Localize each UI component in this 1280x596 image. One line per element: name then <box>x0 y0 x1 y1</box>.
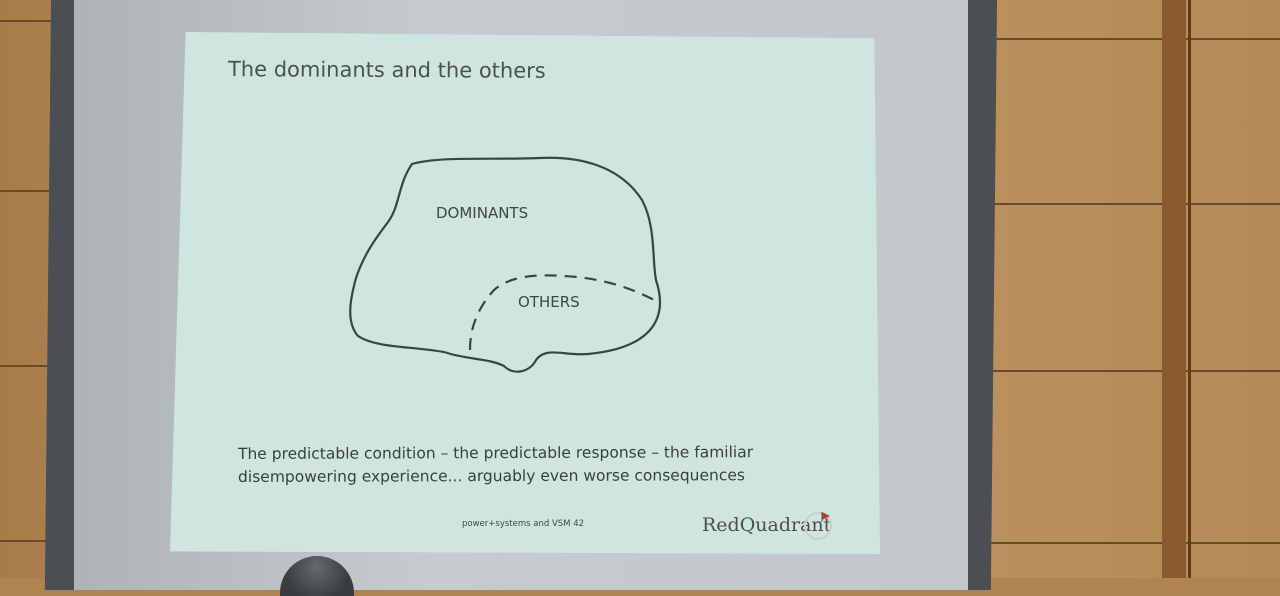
slide-caption: The predictable condition – the predicta… <box>238 441 798 489</box>
wall-vertical-beam <box>1188 0 1191 578</box>
dominants-label: DOMINANTS <box>436 204 528 222</box>
dominants-others-diagram: DOMINANTS OTHERS <box>349 156 662 373</box>
others-dashed-boundary <box>468 274 659 351</box>
caption-line-1: The predictable condition – the predicta… <box>237 443 754 463</box>
caption-line-2: disempowering experience... arguably eve… <box>238 466 746 486</box>
wall-panel-divider <box>0 365 60 367</box>
dominants-outline <box>349 156 662 373</box>
wall-panel-divider <box>980 370 1280 372</box>
wall-panel-divider <box>980 203 1280 205</box>
wall-panel-divider <box>0 190 60 192</box>
wall-panel-divider <box>980 38 1280 40</box>
wall-vertical-beam <box>1162 0 1186 578</box>
others-label: OTHERS <box>518 293 580 311</box>
brand-logo-icon <box>804 512 832 540</box>
projected-slide <box>170 32 880 554</box>
slide-title: The dominants and the others <box>227 57 546 83</box>
wall-panel-divider <box>0 20 60 22</box>
wall-panel-divider <box>0 540 60 542</box>
wall-panel-divider <box>980 542 1280 544</box>
slide-footer: power+systems and VSM 42 <box>462 519 585 529</box>
brand-logo-text: RedQuadrant <box>702 514 832 536</box>
